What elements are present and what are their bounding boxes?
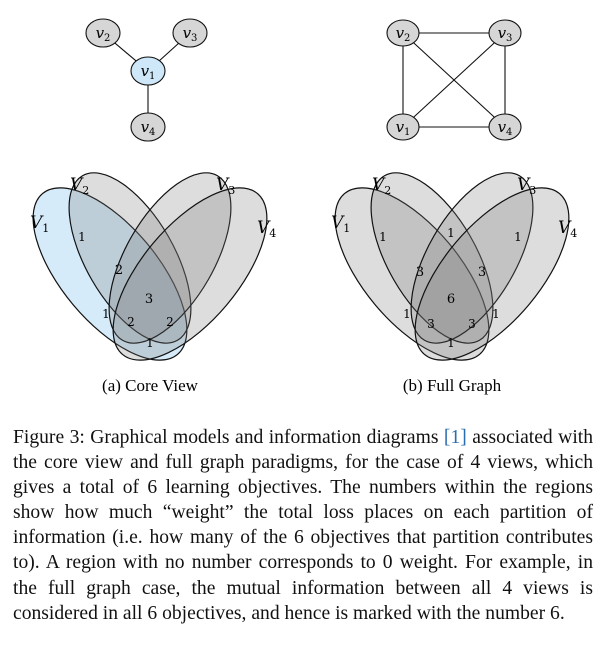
set-label-v1: V1 xyxy=(331,213,350,235)
figure-3: v2 v3 v1 v4 V1 V2 V3 V4 1 2 3 1 2 2 1 (a… xyxy=(30,18,577,395)
region-weight: 2 xyxy=(115,263,123,278)
caption-label: Figure 3: xyxy=(13,427,85,448)
region-weight: 1 xyxy=(492,307,500,321)
region-weight: 3 xyxy=(416,265,424,280)
set-label-v4: V4 xyxy=(558,218,577,240)
node-v4 xyxy=(130,112,166,142)
set-label-v4: V4 xyxy=(257,218,276,240)
citation-link[interactable]: [1] xyxy=(443,427,467,448)
set-label-v3: V3 xyxy=(216,175,235,197)
node-v4 xyxy=(488,113,522,141)
figure-caption: Figure 3: Graphical models and informati… xyxy=(13,425,593,626)
set-v4-ellipse xyxy=(414,187,570,361)
edge-v3-v1 xyxy=(402,32,506,128)
region-weight: 3 xyxy=(468,317,476,331)
region-weight: 1 xyxy=(379,230,387,244)
region-weight: 1 xyxy=(102,307,110,321)
set-label-v1: V1 xyxy=(30,213,49,235)
region-weight: 3 xyxy=(145,292,153,307)
caption-text: Graphical models and information diagram… xyxy=(84,427,444,448)
region-weight: 3 xyxy=(478,265,486,280)
node-v2 xyxy=(386,19,420,47)
node-label-v4: v4 xyxy=(498,118,513,138)
node-label-v2: v2 xyxy=(396,24,411,44)
full-graph-venn: V1 V2 V3 V4 1 1 1 3 3 6 1 3 3 1 1 xyxy=(331,172,577,361)
subcaption-full-graph: (b) Full Graph xyxy=(403,376,502,395)
region-weight: 6 xyxy=(447,292,455,307)
set-v2-ellipse xyxy=(370,172,494,344)
set-v2-ellipse xyxy=(68,172,192,344)
node-label-v4: v4 xyxy=(141,118,156,138)
set-label-v2: V2 xyxy=(70,175,89,197)
region-weight: 2 xyxy=(166,315,174,329)
region-weight: 1 xyxy=(447,336,455,350)
region-weight: 2 xyxy=(127,315,135,329)
set-v3-ellipse xyxy=(410,172,534,344)
node-v3 xyxy=(488,19,522,47)
region-weight: 1 xyxy=(78,230,86,244)
full-graph: v2 v3 v1 v4 xyxy=(386,19,522,141)
set-label-v3: V3 xyxy=(517,175,536,197)
node-label-v3: v3 xyxy=(498,24,513,44)
node-label-v2: v2 xyxy=(96,24,111,44)
core-view-graph: v2 v3 v1 v4 xyxy=(85,18,208,142)
region-weight: 1 xyxy=(447,226,455,240)
caption-text: associated with the core view and full g… xyxy=(13,427,594,624)
set-v4-ellipse xyxy=(112,187,268,361)
node-label-v1: v1 xyxy=(141,62,156,82)
region-weight: 3 xyxy=(427,317,435,331)
node-v1 xyxy=(386,113,420,141)
node-v3 xyxy=(172,18,208,48)
region-weight: 1 xyxy=(514,230,522,244)
set-v3-ellipse xyxy=(108,172,232,344)
subcaption-core-view: (a) Core View xyxy=(102,376,199,395)
node-v1 xyxy=(130,56,166,86)
core-view-venn: V1 V2 V3 V4 1 2 3 1 2 2 1 xyxy=(30,172,276,361)
node-label-v1: v1 xyxy=(396,118,411,138)
region-weight: 1 xyxy=(403,307,411,321)
set-label-v2: V2 xyxy=(372,175,391,197)
node-v2 xyxy=(85,18,121,48)
region-weight: 1 xyxy=(146,336,154,350)
node-label-v3: v3 xyxy=(183,24,198,44)
